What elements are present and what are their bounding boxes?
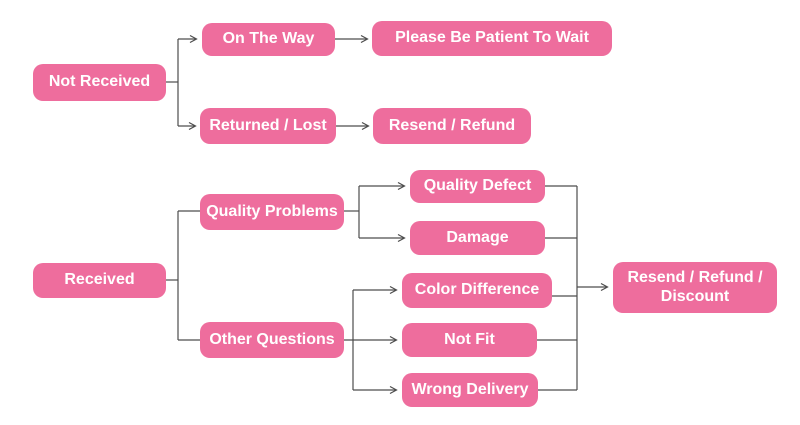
- node-resend-refund-discount: Resend / Refund / Discount: [613, 262, 777, 313]
- node-wrong-delivery: Wrong Delivery: [402, 373, 538, 407]
- node-color-difference: Color Difference: [402, 273, 552, 308]
- node-on-the-way: On The Way: [202, 23, 335, 56]
- node-received: Received: [33, 263, 166, 298]
- node-returned-lost: Returned / Lost: [200, 108, 336, 144]
- node-quality-problems: Quality Problems: [200, 194, 344, 230]
- node-please-be-patient: Please Be Patient To Wait: [372, 21, 612, 56]
- node-not-received: Not Received: [33, 64, 166, 101]
- node-damage: Damage: [410, 221, 545, 255]
- node-quality-defect: Quality Defect: [410, 170, 545, 203]
- node-other-questions: Other Questions: [200, 322, 344, 358]
- node-resend-refund: Resend / Refund: [373, 108, 531, 144]
- node-not-fit: Not Fit: [402, 323, 537, 357]
